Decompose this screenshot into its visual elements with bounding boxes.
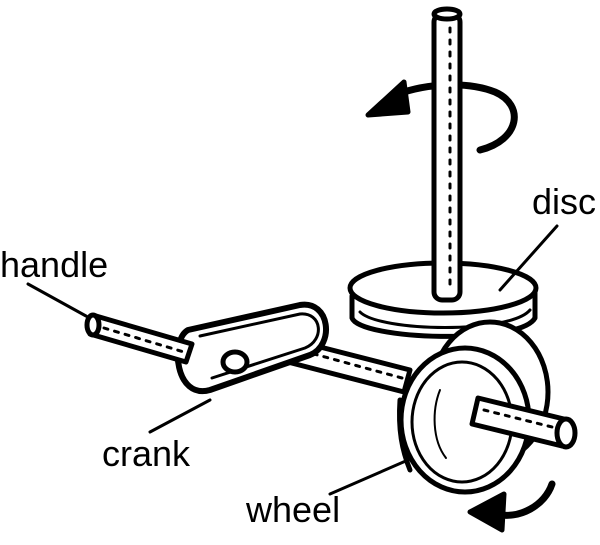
leader-line-wheel (328, 458, 410, 496)
leader-line-disc (498, 224, 559, 292)
right-axle (469, 395, 578, 450)
vertical-rod (431, 6, 463, 303)
rotation-arrow-bottom-icon (467, 480, 556, 533)
label-wheel: wheel (246, 489, 341, 530)
leader-line-crank (148, 398, 212, 434)
leader-line-handle (26, 282, 88, 318)
rotation-arrow-top-icon (365, 79, 518, 154)
crank (174, 301, 329, 395)
label-disc: disc (532, 181, 597, 222)
handle (84, 312, 195, 365)
label-crank: crank (102, 433, 191, 474)
label-handle: handle (0, 244, 109, 285)
